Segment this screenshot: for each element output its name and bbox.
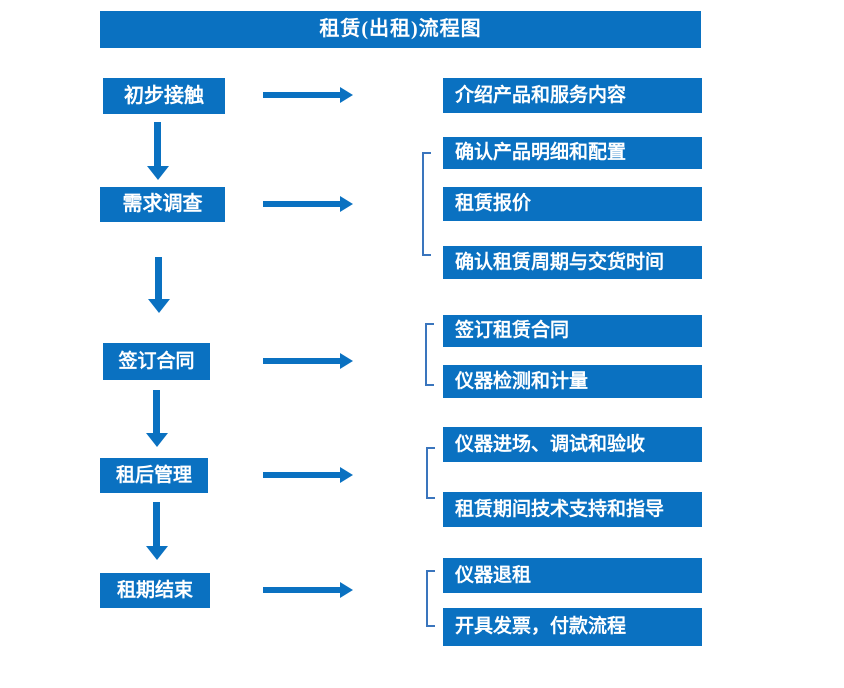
arrow-head [340,467,353,483]
right-arrow-1 [263,87,353,103]
detail-instrument-testing: 仪器检测和计量 [443,365,702,398]
step-sign-contract: 签订合同 [103,343,210,380]
arrow-head [148,299,170,313]
arrow-head [146,546,168,560]
arrow-shaft [154,122,161,167]
down-arrow-3 [146,390,168,447]
down-arrow-4 [146,502,168,560]
group-bracket-demand-survey [422,152,431,256]
arrow-head [147,166,169,180]
arrow-shaft [263,587,342,593]
down-arrow-2 [148,257,170,313]
detail-confirm-product-details: 确认产品明细和配置 [443,137,702,169]
group-bracket-rental-end [426,570,435,627]
step-initial-contact: 初步接触 [103,78,225,114]
right-arrow-3 [263,353,353,369]
arrow-shaft [153,390,160,434]
arrow-shaft [153,502,160,547]
detail-introduce-products: 介绍产品和服务内容 [443,78,702,113]
arrow-head [340,196,353,212]
down-arrow-1 [147,122,169,180]
detail-instrument-entry-acceptance: 仪器进场、调试和验收 [443,427,702,462]
arrow-shaft [155,257,162,300]
detail-rental-quotation: 租赁报价 [443,187,702,221]
arrow-shaft [263,201,342,207]
detail-technical-support: 租赁期间技术支持和指导 [443,492,702,527]
detail-instrument-return: 仪器退租 [443,558,702,593]
detail-confirm-rental-period: 确认租赁周期与交货时间 [443,246,702,279]
step-rental-end: 租期结束 [100,573,210,608]
step-post-rental-management: 租后管理 [100,458,208,493]
arrow-head [146,433,168,447]
arrow-shaft [263,92,342,98]
detail-invoice-payment: 开具发票，付款流程 [443,608,702,646]
right-arrow-2 [263,196,353,212]
flowchart-title: 租赁(出租)流程图 [100,11,701,48]
arrow-head [340,582,353,598]
arrow-head [340,87,353,103]
detail-sign-rental-contract: 签订租赁合同 [443,315,702,347]
step-demand-survey: 需求调查 [100,187,225,222]
arrow-head [340,353,353,369]
arrow-shaft [263,472,342,478]
group-bracket-sign-contract [425,323,434,386]
arrow-shaft [263,358,342,364]
right-arrow-4 [263,467,353,483]
right-arrow-5 [263,582,353,598]
group-bracket-post-rental [426,447,435,499]
